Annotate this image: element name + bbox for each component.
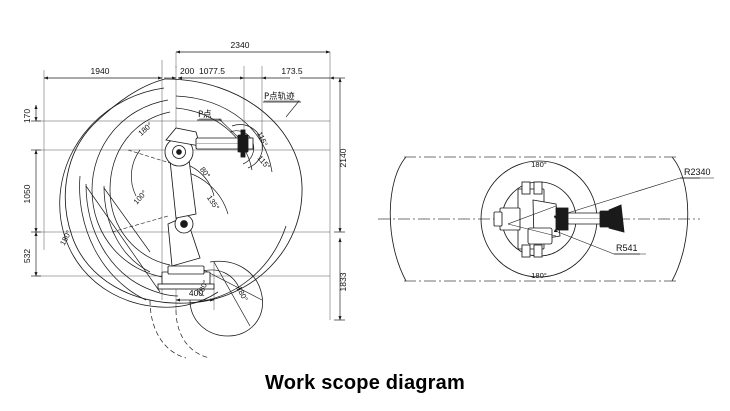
- dimension-400: 400: [189, 288, 203, 298]
- radius-r541: R541: [616, 243, 638, 253]
- figure-caption: Work scope diagram: [265, 372, 465, 394]
- dimension-1833: 1833: [338, 272, 348, 291]
- angle-base-180: 180°: [235, 285, 250, 303]
- angle-top-180: 180°: [531, 160, 547, 169]
- dimension-532: 532: [22, 249, 32, 263]
- angle-lower-left: 180°: [58, 229, 73, 247]
- p-point-trajectory-label: P点轨迹: [264, 91, 295, 102]
- dimension-1940: 1940: [91, 66, 110, 76]
- angle-j4: 80°: [198, 165, 212, 180]
- dimension-173-5: 173.5: [281, 66, 303, 76]
- dimension-200: 200: [180, 66, 194, 76]
- angle-j5-lower: 115°: [256, 154, 273, 171]
- dimension-170: 170: [22, 109, 32, 123]
- p-point-label: P点: [198, 110, 212, 120]
- angle-j5-upper: 115°: [255, 130, 269, 148]
- dimension-1050: 1050: [22, 184, 32, 203]
- dimension-2340: 2340: [231, 40, 250, 50]
- angle-j1-upper-left: 180°: [136, 121, 154, 138]
- angle-bottom-180: 180°: [531, 271, 547, 280]
- angle-base-80: 80°: [197, 279, 210, 293]
- angle-j3: 135°: [205, 194, 221, 212]
- dimension-2140: 2140: [338, 148, 348, 167]
- dimension-1077-5: 1077.5: [199, 66, 225, 76]
- radius-r2340: R2340: [684, 167, 711, 177]
